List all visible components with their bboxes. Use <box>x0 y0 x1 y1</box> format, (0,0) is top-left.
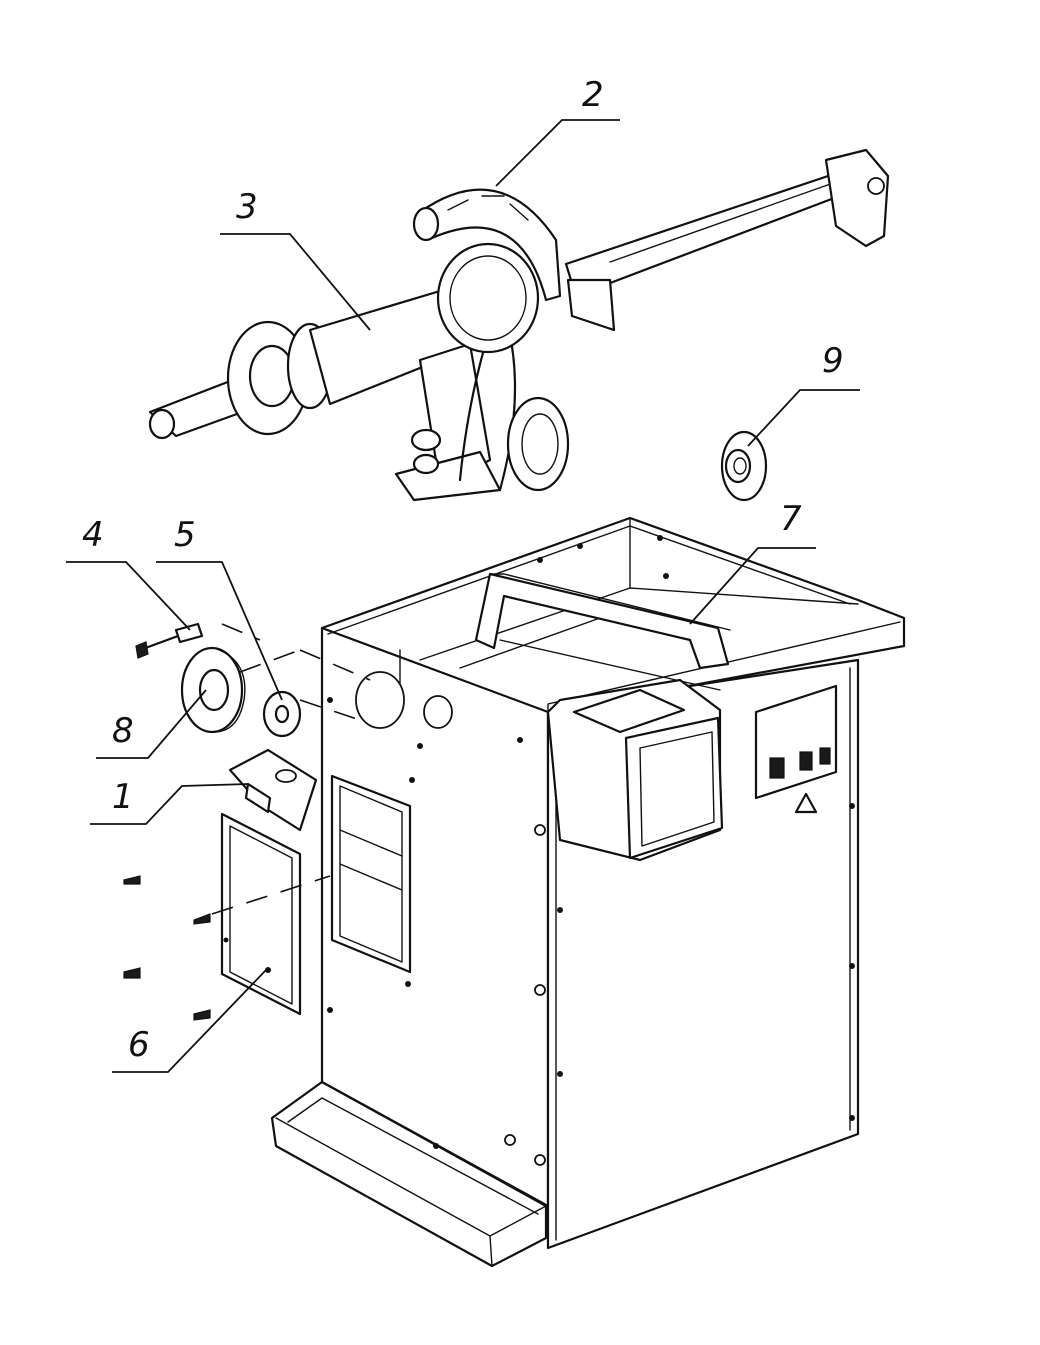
leader-lines <box>66 119 860 1073</box>
cabinet-body <box>270 516 906 1268</box>
callout-6: 6 <box>128 1025 150 1065</box>
top-handle <box>474 572 730 670</box>
leader-3 <box>220 233 371 331</box>
leader-1 <box>90 783 249 825</box>
callout-5: 5 <box>174 515 196 555</box>
callout-8: 8 <box>112 711 134 751</box>
leader-9 <box>747 389 860 447</box>
leader-7 <box>689 547 816 625</box>
callout-4: 4 <box>82 515 104 555</box>
cover-plate-part <box>123 812 331 1021</box>
side-opening <box>330 774 412 974</box>
screw-icon <box>123 875 211 1021</box>
cap-part <box>720 430 768 502</box>
leader-6 <box>112 969 267 1073</box>
bolt-part <box>135 622 204 659</box>
leader-2 <box>495 119 620 187</box>
warning-triangle-icon <box>794 792 818 814</box>
power-switch-icon <box>799 751 813 771</box>
leader-5 <box>156 561 283 701</box>
ring-part <box>180 646 246 734</box>
leader-8 <box>96 689 207 759</box>
power-socket-icon <box>769 757 785 779</box>
callout-3: 3 <box>236 187 258 227</box>
callout-9: 9 <box>822 341 844 381</box>
callout-7: 7 <box>780 499 802 539</box>
callout-2: 2 <box>582 75 604 115</box>
disc-part <box>262 690 302 738</box>
arm-assembly <box>412 148 890 332</box>
shaft-assembly <box>148 242 570 502</box>
leader-4 <box>66 561 191 631</box>
bracket-part <box>228 748 318 832</box>
callout-1: 1 <box>112 777 134 817</box>
